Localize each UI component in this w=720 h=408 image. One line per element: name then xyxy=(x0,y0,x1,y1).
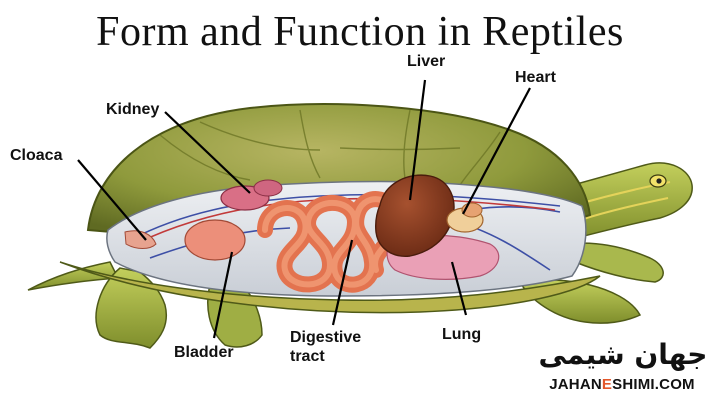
label-bladder: Bladder xyxy=(174,344,234,361)
digestive-tract xyxy=(257,191,404,293)
watermark-suffix: SHIMI.COM xyxy=(612,376,695,393)
front-leg-upper xyxy=(558,242,664,283)
leader-lines xyxy=(77,79,531,339)
label-lung: Lung xyxy=(442,326,482,343)
leader-kidney xyxy=(164,111,251,194)
leader-liver xyxy=(408,79,427,201)
watermark-arabic: جهان شیمی xyxy=(538,338,708,371)
leader-bladder xyxy=(212,251,234,339)
label-kidney: Kidney xyxy=(106,101,160,118)
watermark-prefix: JAHAN xyxy=(549,376,602,393)
watermark-accent: E xyxy=(601,376,613,393)
liver xyxy=(375,174,455,257)
bladder xyxy=(184,219,246,261)
shell-scutes xyxy=(159,109,501,186)
label-digestive-tract: Digestive tract xyxy=(290,329,362,365)
label-heart: Heart xyxy=(515,69,556,86)
watermark-latin: JAHANESHIMI.COM xyxy=(532,376,712,394)
leader-digestive xyxy=(331,239,354,326)
plastron xyxy=(59,261,601,314)
label-cloaca: Cloaca xyxy=(10,147,63,164)
label-liver: Liver xyxy=(407,53,446,70)
leader-lung xyxy=(450,261,468,316)
diagram-title: Form and Function in Reptiles xyxy=(96,9,624,55)
leader-cloaca xyxy=(77,159,147,241)
leader-heart xyxy=(462,87,531,215)
